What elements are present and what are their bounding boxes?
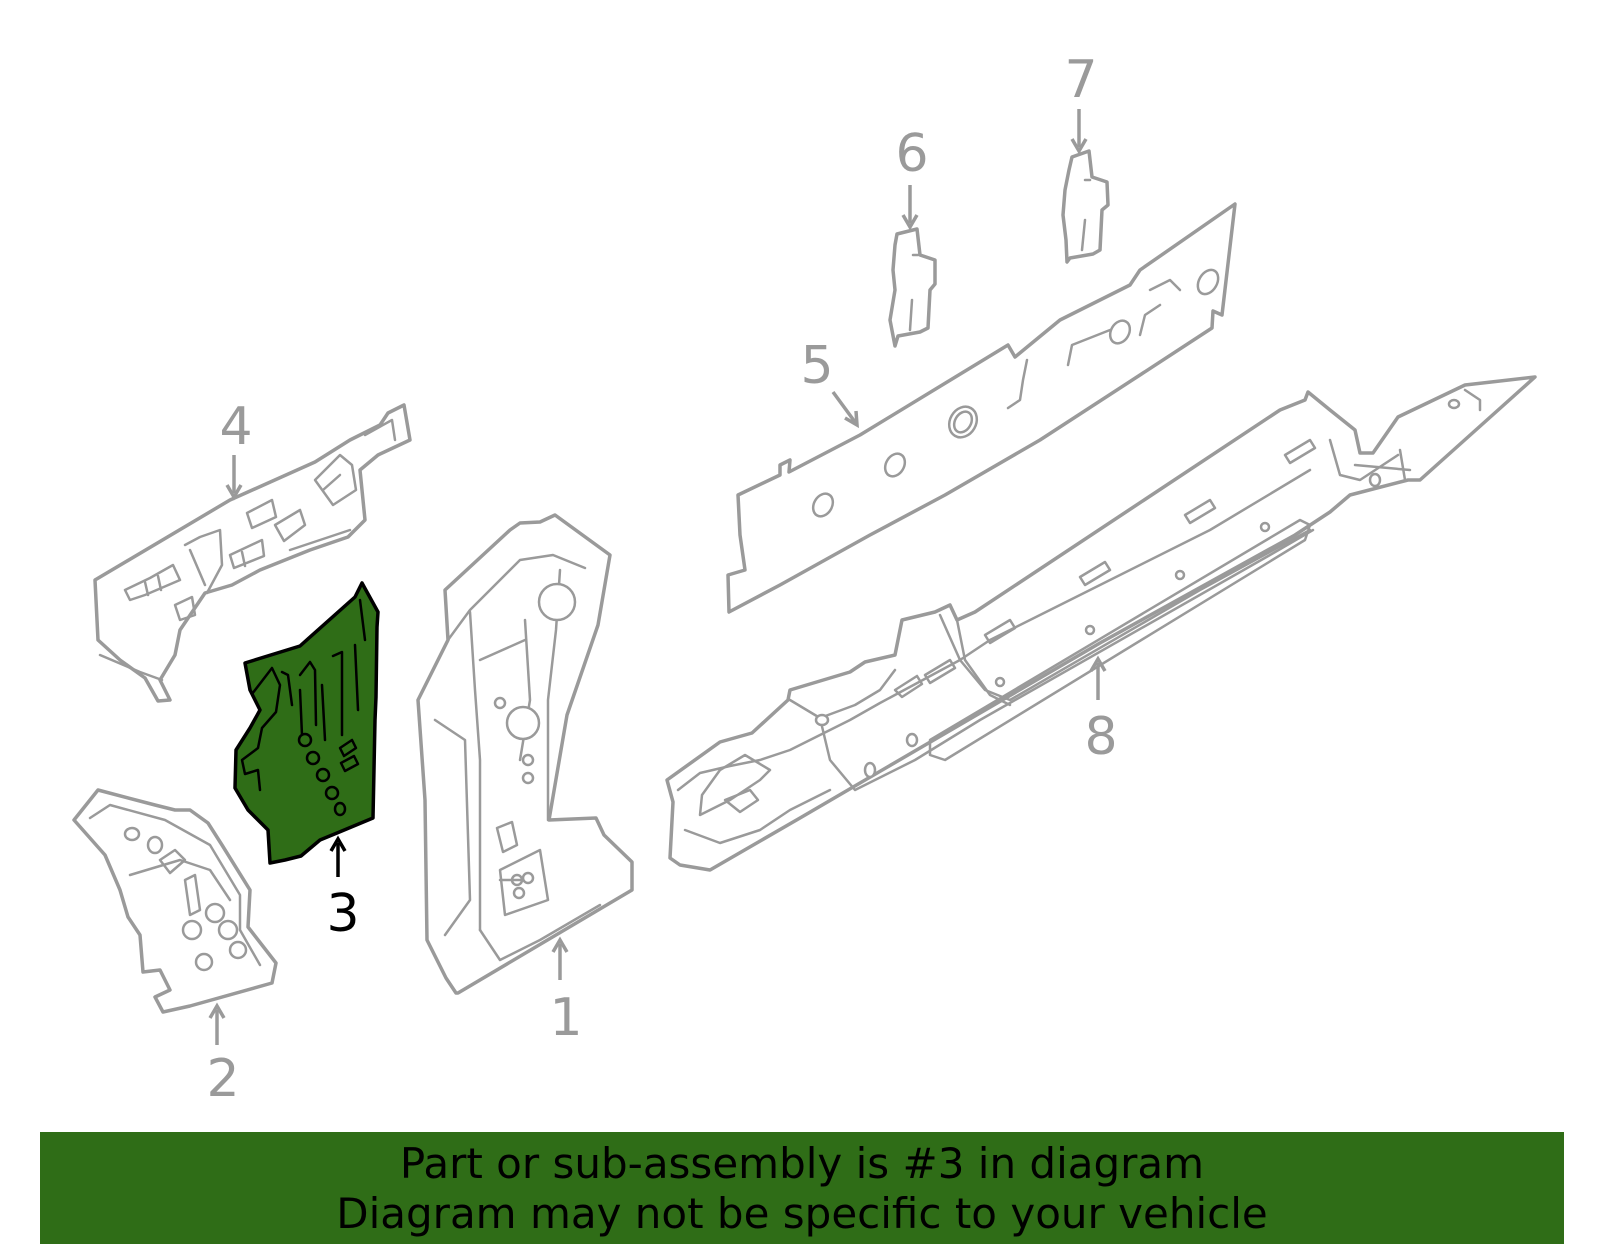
callout-3: 3 (326, 884, 359, 944)
callout-6: 6 (895, 124, 928, 184)
info-banner: Part or sub-assembly is #3 in diagram Di… (40, 1132, 1564, 1244)
callout-4: 4 (219, 397, 252, 457)
part-5-long-panel[interactable] (726, 202, 1237, 614)
callout-8: 8 (1084, 707, 1117, 767)
part-8-rocker-rail[interactable] (665, 375, 1537, 872)
leader-5 (831, 390, 857, 424)
part-4-upper-rail[interactable] (93, 403, 412, 703)
callout-2: 2 (206, 1049, 239, 1109)
callout-5: 5 (800, 336, 833, 396)
arrowhead-2 (208, 1002, 226, 1019)
callout-7: 7 (1064, 50, 1097, 110)
arrowhead-1 (551, 936, 569, 953)
part-7-small-bracket[interactable] (1061, 149, 1110, 264)
part-2-bracket[interactable] (72, 788, 278, 1014)
callout-1: 1 (549, 988, 582, 1048)
banner-line-1: Part or sub-assembly is #3 in diagram (399, 1139, 1205, 1188)
arrowhead-8 (1089, 655, 1107, 672)
arrowhead-3 (329, 835, 347, 852)
banner-line-2: Diagram may not be specific to your vehi… (336, 1189, 1268, 1238)
part-6-small-bracket[interactable] (888, 227, 937, 348)
arrowhead-7 (1070, 138, 1088, 155)
arrowhead-6 (901, 214, 919, 231)
arrowhead-5 (844, 410, 859, 429)
part-1-pillar[interactable] (416, 513, 634, 995)
part-3-reinforcement-panel[interactable] (233, 581, 380, 865)
arrowhead-4 (225, 484, 243, 501)
